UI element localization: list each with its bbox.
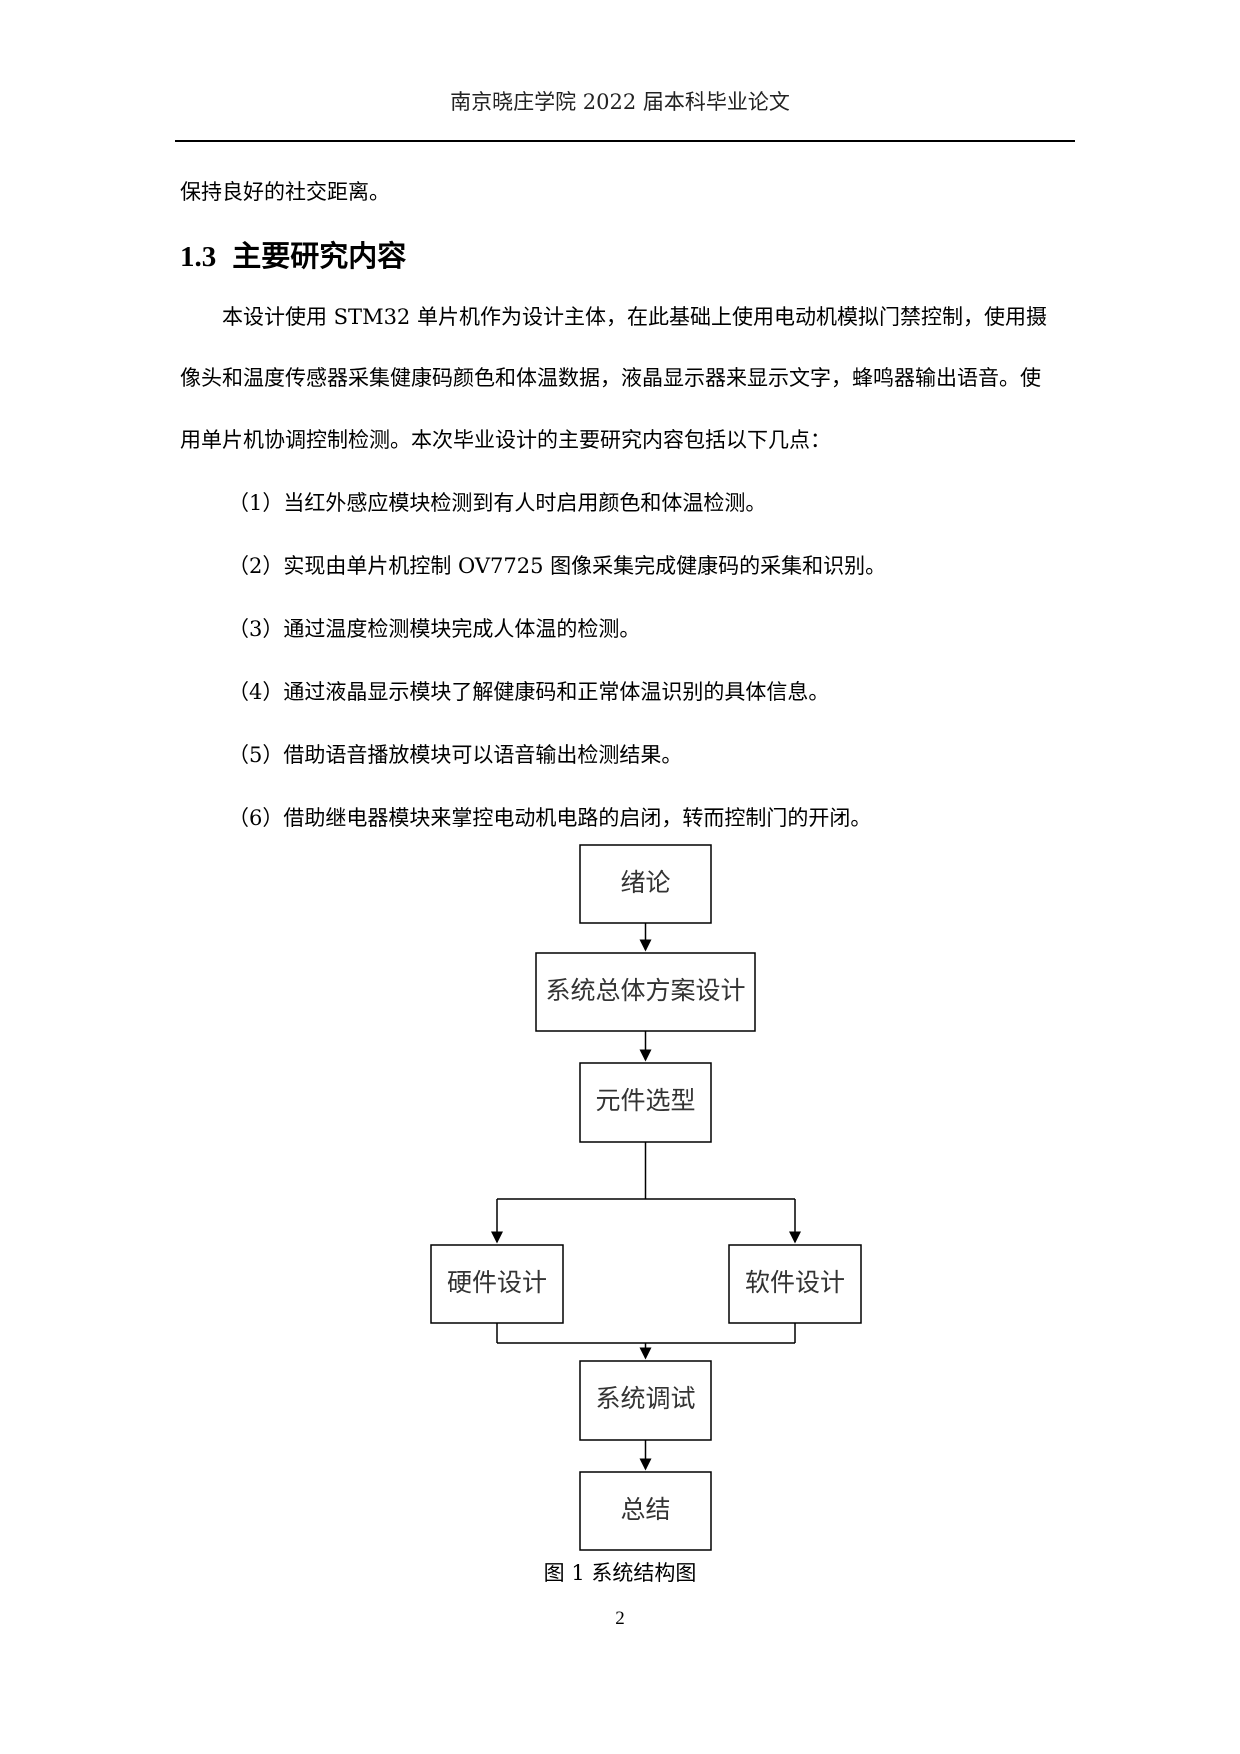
- section-heading: 1.3 主要研究内容: [180, 233, 406, 275]
- node-hardware-label: 硬件设计: [447, 1268, 547, 1297]
- header-rule: [175, 140, 1075, 142]
- paragraph-line-3: 用单片机协调控制检测。本次毕业设计的主要研究内容包括以下几点：: [180, 428, 831, 452]
- node-debug-label: 系统调试: [595, 1384, 695, 1413]
- node-hardware-box: [430, 1244, 564, 1324]
- node-software-box: [728, 1244, 862, 1324]
- node-overall-label: 系统总体方案设计: [545, 976, 745, 1005]
- list-item: （5）借助语音播放模块可以语音输出检测结果。: [228, 743, 683, 767]
- page-header: 南京晓庄学院 2022 届本科毕业论文: [450, 90, 790, 114]
- list-item: （6）借助继电器模块来掌控电动机电路的启闭，转而控制门的开闭。: [228, 806, 872, 830]
- node-intro-label: 绪论: [620, 868, 670, 897]
- figure-caption: 图 1 系统结构图: [543, 1561, 697, 1585]
- list-item: （4）通过液晶显示模块了解健康码和正常体温识别的具体信息。: [228, 680, 830, 704]
- list-item: （3）通过温度检测模块完成人体温的检测。: [228, 617, 641, 641]
- node-overall-box: [535, 952, 756, 1032]
- paragraph-line-2: 像头和温度传感器采集健康码颜色和体温数据，液晶显示器来显示文字，蜂鸣器输出语音。…: [180, 366, 1041, 390]
- node-summary-box: [579, 1471, 712, 1551]
- intro-line: 保持良好的社交距离。: [180, 180, 390, 204]
- page-number: 2: [615, 1608, 625, 1629]
- list-item: （2）实现由单片机控制 OV7725 图像采集完成健康码的采集和识别。: [228, 554, 887, 578]
- paragraph-line-1: 本设计使用 STM32 单片机作为设计主体，在此基础上使用电动机模拟门禁控制，使…: [222, 305, 1047, 329]
- node-software-label: 软件设计: [745, 1268, 845, 1297]
- node-intro-box: [579, 844, 712, 924]
- list-item: （1）当红外感应模块检测到有人时启用颜色和体温检测。: [228, 491, 767, 515]
- node-components-label: 元件选型: [595, 1086, 695, 1115]
- node-summary-label: 总结: [620, 1495, 670, 1524]
- section-number: 1.3: [180, 241, 217, 273]
- section-title: 主要研究内容: [232, 239, 407, 273]
- node-debug-box: [579, 1360, 712, 1441]
- node-components-box: [579, 1062, 712, 1143]
